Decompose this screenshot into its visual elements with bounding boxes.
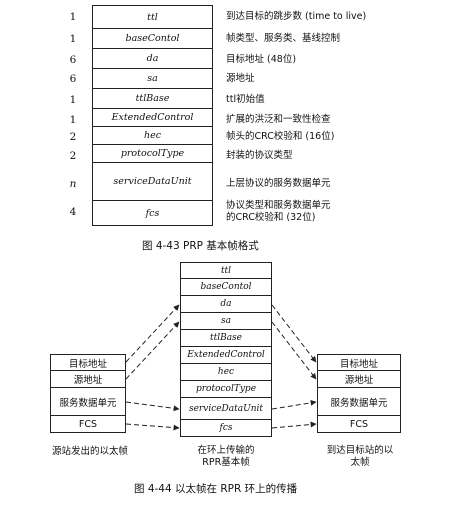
fig43-caption: 图 4-43 PRP 基本帧格式	[142, 240, 259, 252]
field-baseContol: baseContol	[92, 29, 213, 49]
field-fcs: fcs	[92, 201, 213, 226]
field-ttl: ttl	[92, 5, 213, 29]
size-fcs: 4	[69, 206, 77, 218]
arrow-right-sdu	[271, 399, 317, 410]
label-dest-line2: 太帧	[350, 457, 370, 468]
arrow-left-fcs	[125, 423, 180, 431]
size-protocolType: 2	[69, 150, 77, 162]
arrow-left-da	[125, 304, 180, 363]
field-sa: sa	[92, 69, 213, 89]
desc-ttlBase: ttl初始值	[226, 94, 265, 105]
field-ttlBase: ttlBase	[92, 89, 213, 109]
field-da: da	[92, 49, 213, 69]
right-eth-sdu: 服务数据单元	[317, 388, 401, 416]
right-eth-sa: 源地址	[317, 371, 401, 388]
desc-ExtendedControl: 扩展的洪泛和一致性检查	[226, 114, 331, 125]
label-dest-frame: 到达目标站的以 太帧	[310, 445, 410, 469]
right-eth-fcs: FCS	[317, 416, 401, 433]
left-eth-sdu: 服务数据单元	[50, 388, 126, 416]
left-eth-da: 目标地址	[50, 354, 126, 371]
size-baseContol: 1	[69, 33, 77, 45]
size-ttl: 1	[69, 11, 77, 23]
label-rpr-frame: 在环上传输的 RPR基本帧	[176, 445, 276, 469]
desc-ttl: 到达目标的跳步数 (time to live)	[226, 11, 367, 22]
rpr-field-ttlBase: ttlBase	[180, 330, 272, 347]
desc-serviceDataUnit: 上层协议的服务数据单元	[226, 178, 331, 189]
desc-da: 目标地址 (48位)	[226, 54, 297, 65]
desc-fcs-line2: 的CRC校验和 (32位)	[226, 212, 316, 223]
arrow-right-fcs	[271, 421, 317, 429]
size-hec: 2	[69, 131, 77, 143]
field-ExtendedControl: ExtendedControl	[92, 109, 213, 127]
label-source-frame: 源站发出的以太帧	[40, 446, 140, 458]
field-hec: hec	[92, 127, 213, 145]
size-ttlBase: 1	[69, 94, 77, 106]
rpr-field-da: da	[180, 296, 272, 313]
left-eth-fcs: FCS	[50, 416, 126, 433]
arrow-right-sa	[271, 321, 317, 380]
desc-protocolType: 封装的协议类型	[226, 150, 293, 161]
label-source-line1: 源站发出的以太帧	[51, 446, 128, 457]
label-rpr-line2: RPR基本帧	[202, 457, 250, 468]
rpr-field-ttl: ttl	[180, 262, 272, 279]
arrow-right-da	[271, 304, 317, 363]
fig44-caption: 图 4-44 以太帧在 RPR 环上的传播	[134, 483, 298, 495]
size-ExtendedControl: 1	[69, 114, 77, 126]
arrow-left-sa	[125, 321, 180, 380]
desc-baseContol: 帧类型、服务类、基线控制	[226, 33, 341, 44]
desc-fcs-line1: 协议类型和服务数据单元	[226, 200, 331, 211]
rpr-field-hec: hec	[180, 364, 272, 381]
field-protocolType: protocolType	[92, 145, 213, 163]
label-rpr-line1: 在环上传输的	[197, 445, 255, 456]
rpr-field-protocolType: protocolType	[180, 381, 272, 398]
field-serviceDataUnit: serviceDataUnit	[92, 163, 213, 201]
arrow-left-sdu	[125, 401, 180, 412]
rpr-field-ExtendedControl: ExtendedControl	[180, 347, 272, 364]
right-eth-da: 目标地址	[317, 354, 401, 371]
rpr-field-serviceDataUnit: serviceDataUnit	[180, 398, 272, 420]
rpr-field-sa: sa	[180, 313, 272, 330]
desc-hec: 帧头的CRC校验和 (16位)	[226, 131, 335, 142]
rpr-field-baseContol: baseContol	[180, 279, 272, 296]
size-da: 6	[69, 54, 77, 66]
desc-sa: 源地址	[226, 73, 255, 84]
label-dest-line1: 到达目标站的以	[326, 445, 394, 456]
left-eth-sa: 源地址	[50, 371, 126, 388]
rpr-field-fcs: fcs	[180, 420, 272, 437]
size-sa: 6	[69, 73, 77, 85]
size-serviceDataUnit: n	[69, 178, 77, 190]
